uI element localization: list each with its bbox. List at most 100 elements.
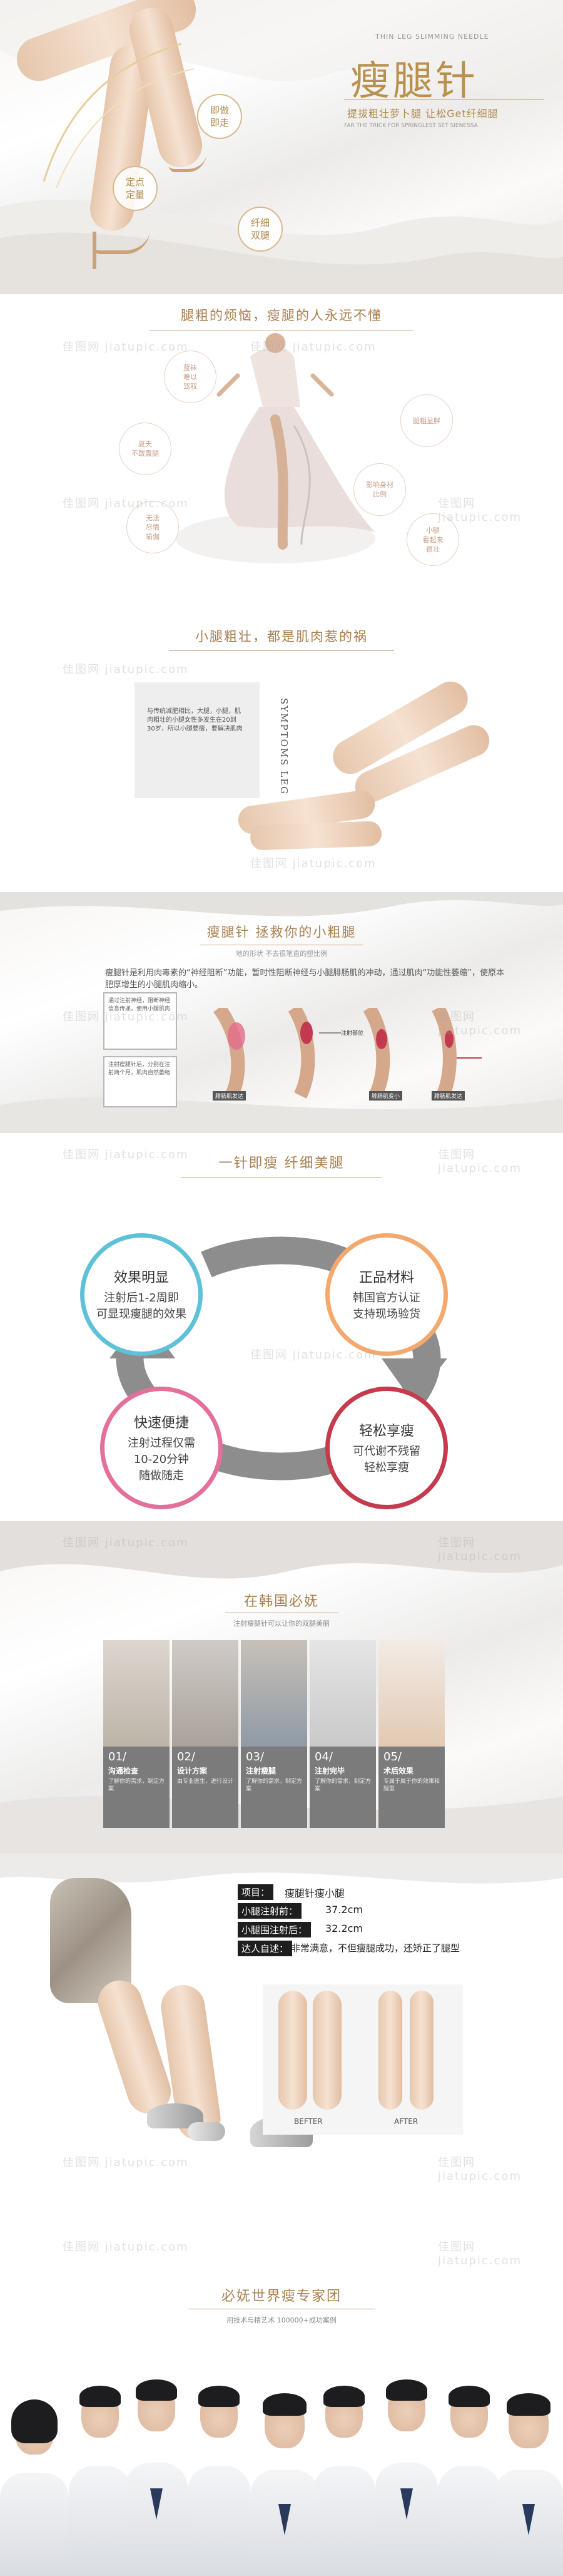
step-number: 02/ — [177, 1750, 195, 1763]
muscle-title: 小腿粗壮，都是肌肉惹的祸 — [195, 629, 368, 644]
hero-badge-instant: 即做 即走 — [197, 94, 242, 139]
benefit-line: 韩国官方认证 — [353, 1291, 420, 1305]
before-label: BEFTER — [294, 2117, 323, 2126]
case-section: 项目： 瘦腿针瘦小腿 小腿注射前： 37.2cm 小腿围注射后： 32.2cm … — [0, 1853, 563, 2225]
benefit-line: 随做随走 — [139, 1469, 184, 1482]
doctor-figure — [188, 2376, 250, 2576]
injection-title: 瘦腿针 拯救你的小粗腿 — [206, 925, 357, 940]
watermark: 佳图网 jiatupic.com — [250, 857, 377, 870]
team-section: 必妩世界瘦专家团 用技术与精艺术 100000+成功案例 — [0, 2225, 563, 2576]
step-photo — [378, 1640, 445, 1747]
muscle-vertical-caption: SYMPTOMS LEG — [278, 698, 290, 796]
watermark: 佳图网 jiatupic.com — [63, 663, 189, 676]
hero-badge-targeted: 定点 定量 — [113, 166, 158, 211]
step-info: 04/ 注射完毕 了解你的需求，制定方案 — [310, 1747, 376, 1828]
team-subtitle: 用技术与精艺术 100000+成功案例 — [226, 2316, 337, 2324]
case-label-project: 项目： — [238, 1884, 274, 1900]
watermark: 佳图网 jiatupic.com — [63, 497, 189, 510]
cycle-title: 一针即瘦 纤细美腿 — [218, 1156, 345, 1171]
watermark: 佳图网 jiatupic.com — [63, 2156, 189, 2169]
hero-english-caption: THIN LEG SLIMMING NEEDLE — [375, 33, 489, 41]
process-subtitle: 注射瘦腿针可以让你的双腿美丽 — [233, 1619, 330, 1628]
process-step-2: 02/ 设计方案 由专业医生，进行设计 — [172, 1640, 238, 1828]
step-number: 04/ — [315, 1750, 333, 1763]
benefit-line: 可代谢不残留 — [353, 1445, 420, 1458]
step-number: 05/ — [383, 1750, 402, 1763]
benefit-title: 轻松享瘦 — [358, 1424, 414, 1439]
watermark: 佳图网 jiatupic.com — [63, 1010, 189, 1024]
benefit-line: 轻松享瘦 — [364, 1461, 409, 1474]
benefit-title: 正品材料 — [358, 1270, 414, 1286]
step-photo — [310, 1640, 376, 1747]
step-number: 01/ — [108, 1750, 126, 1763]
muscle-section: 小腿粗壮，都是肌肉惹的祸 与传统减肥相比，大腿，小腿，肌肉粗壮的小腿女性多发生在… — [0, 617, 563, 892]
benefit-fast-circle: 快速便捷 注射过程仅需 10-20分钟 随做随走 — [100, 1387, 223, 1509]
stage-label-1: 腓肠肌发达 — [213, 1091, 246, 1101]
stage-label-3: 腓肠肌变小 — [369, 1091, 403, 1101]
team-title: 必妩世界瘦专家团 — [221, 2289, 342, 2304]
case-value-testimonial: 非常满意，不但瘦腿成功，还矫正了腿型 — [291, 1942, 460, 1954]
benefit-line: 可显现瘦腿的效果 — [96, 1308, 186, 1321]
doctor-figure — [250, 2382, 319, 2576]
doctor-figure — [494, 2382, 563, 2576]
muscle-text-card: 与传统减肥相比，大腿，小腿，肌肉粗壮的小腿女性多发生在20到30岁，所以小腿要瘦… — [134, 682, 260, 798]
stage-label-injection: 注射部位 — [341, 1030, 364, 1037]
doctor-figure — [125, 2369, 188, 2576]
step-info: 02/ 设计方案 由专业医生，进行设计 — [172, 1747, 238, 1828]
injection-subtitle: 地的形状 不去很笔直的塑比例 — [235, 950, 328, 958]
process-title: 在韩国必妩 — [243, 1594, 319, 1609]
benefit-line: 10-20分钟 — [133, 1453, 190, 1466]
benefit-title: 快速便捷 — [133, 1415, 189, 1431]
watermark: 佳图网 jiatupic.com — [438, 1010, 522, 1037]
case-label-before: 小腿注射前： — [238, 1903, 302, 1919]
benefit-line: 注射后1-2周即 — [104, 1291, 179, 1305]
before-after-panel: BEFTER AFTER — [263, 1984, 463, 2135]
watermark: 佳图网 jiatupic.com — [438, 1148, 522, 1175]
case-value-project: 瘦腿针瘦小腿 — [285, 1887, 345, 1899]
muscle-description: 与传统减肥相比，大腿，小腿，肌肉粗壮的小腿女性多发生在20到30岁，所以小腿要瘦… — [147, 708, 243, 732]
step-description: 了解你的需求，制定方案 — [315, 1778, 372, 1792]
doctor-figure — [375, 2369, 438, 2576]
watermark: 佳图网 jiatupic.com — [438, 1536, 522, 1563]
doctor-figure — [438, 2376, 500, 2576]
hero-badge-slim: 纤细 双腿 — [238, 207, 283, 252]
process-section: 在韩国必妩 注射瘦腿针可以让你的双腿美丽 01/ 沟通检查 了解你的需求，制定方… — [0, 1521, 563, 1853]
doctor-figure — [69, 2376, 131, 2576]
injection-section: 瘦腿针 拯救你的小粗腿 地的形状 不去很笔直的塑比例 瘦腿针是利用肉毒素的“神经… — [0, 892, 563, 1133]
hero-section: 即做 即走 定点 定量 纤细 双腿 THIN LEG SLIMMING NEED… — [0, 0, 563, 294]
step-name: 沟通检查 — [108, 1767, 139, 1775]
problem-bubble-stockings: 蓝袜 难以 驾驭 — [164, 351, 216, 403]
dress-figure — [175, 333, 375, 563]
calf-diagram — [213, 1008, 482, 1099]
benefit-line: 支持现场验货 — [353, 1308, 420, 1321]
step-description: 专属于属于你的效果和腿型 — [383, 1778, 440, 1792]
case-silk-background — [0, 1853, 563, 1884]
benefit-line: 注射过程仅需 — [128, 1437, 195, 1450]
step-photo — [172, 1640, 238, 1747]
problem-bubble-strong-calf: 小腿 看起来 很壮 — [407, 513, 459, 566]
watermark: 佳图网 jiatupic.com — [438, 2156, 522, 2183]
watermark: 佳图网 jiatupic.com — [63, 1148, 189, 1161]
process-step-4: 04/ 注射完毕 了解你的需求，制定方案 — [310, 1640, 376, 1828]
muscle-title-underline — [169, 650, 394, 651]
stage-label-4: 腓肠肌发达 — [432, 1091, 465, 1101]
problem-section: 腿粗的烦恼，瘦腿的人永远不懂 蓝袜 难以 驾驭 夏天 不敢露腿 无法 尽情 瑜伽… — [0, 294, 563, 617]
hero-english-subtitle: FAR THE TRICK FOR SPRINGLEST SET SIENESS… — [344, 123, 478, 129]
watermark: 佳图网 jiatupic.com — [250, 1348, 377, 1362]
case-value-after: 32.2cm — [325, 1922, 363, 1934]
step-description: 了解你的需求，制定方案 — [108, 1778, 165, 1792]
benefit-genuine-circle: 正品材料 韩国官方认证 支持现场验货 — [325, 1233, 448, 1356]
step-number: 03/ — [246, 1750, 264, 1763]
cycle-title-underline — [181, 1177, 382, 1178]
benefits-cycle-section: 一针即瘦 纤细美腿 效果明显 注射后1-2周即 可显现瘦腿的效果 正品材料 韩国… — [0, 1133, 563, 1521]
benefit-title: 效果明显 — [113, 1270, 169, 1286]
watermark: 佳图网 jiatupic.com — [63, 341, 189, 354]
benefit-effective-circle: 效果明显 注射后1-2周即 可显现瘦腿的效果 — [80, 1233, 203, 1356]
watermark: 佳图网 jiatupic.com — [250, 341, 377, 354]
step-photo — [241, 1640, 307, 1747]
step-description: 了解你的需求，制定方案 — [246, 1778, 303, 1792]
hero-divider — [344, 99, 544, 100]
doctor-figure — [0, 2388, 69, 2576]
hero-subtitle: 提拔粗壮萝卜腿 让松Get纤细腿 — [347, 108, 499, 120]
